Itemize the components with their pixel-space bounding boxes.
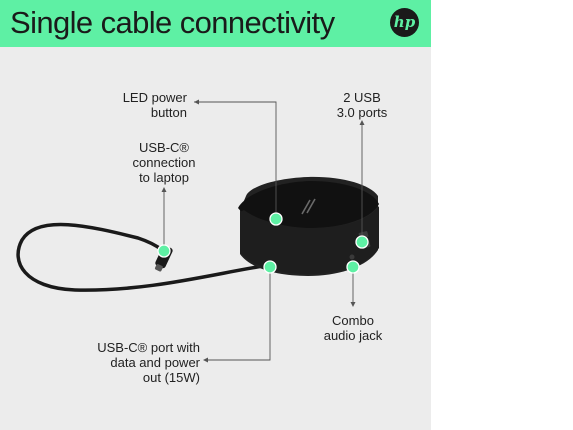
marker-usbc-port bbox=[263, 260, 277, 274]
marker-led bbox=[269, 212, 283, 226]
product-illustration bbox=[16, 99, 379, 363]
label-led-line1: LED power bbox=[122, 90, 187, 105]
hp-logo: hp bbox=[390, 8, 419, 37]
leader-led bbox=[194, 101, 277, 214]
leader-usbc-port bbox=[204, 268, 271, 361]
label-usbc-port: USB-C® port with data and power out (15W… bbox=[74, 340, 200, 385]
title-banner: Single cable connectivity hp bbox=[0, 0, 431, 47]
label-usb-line2: 3.0 ports bbox=[336, 105, 388, 120]
label-usbc-connection: USB-C® connection to laptop bbox=[118, 140, 210, 185]
cable bbox=[16, 222, 272, 292]
marker-usbc-connection bbox=[157, 244, 171, 258]
label-usbc-conn-line1: USB-C® bbox=[138, 140, 190, 155]
label-audio-line2: audio jack bbox=[323, 328, 383, 343]
label-usbc-port-line2: data and power bbox=[110, 355, 200, 370]
arrowheads bbox=[161, 99, 365, 363]
label-usbc-port-line1: USB-C® port with bbox=[97, 340, 200, 355]
label-usbc-conn-line2: connection bbox=[132, 155, 196, 170]
label-usbc-conn-line3: to laptop bbox=[139, 170, 189, 185]
leader-lines bbox=[163, 101, 363, 361]
marker-usb bbox=[355, 235, 369, 249]
product-panel: Single cable connectivity hp bbox=[0, 0, 431, 430]
marker-audio bbox=[346, 260, 360, 274]
dock-station bbox=[238, 176, 379, 276]
label-led-line2: button bbox=[150, 105, 187, 120]
label-led-power: LED power button bbox=[113, 90, 187, 120]
label-combo-audio: Combo audio jack bbox=[312, 313, 394, 343]
label-usb-ports: 2 USB 3.0 ports bbox=[322, 90, 402, 120]
markers bbox=[157, 212, 369, 274]
label-audio-line1: Combo bbox=[332, 313, 374, 328]
label-usb-line1: 2 USB bbox=[343, 90, 381, 105]
page-title: Single cable connectivity bbox=[10, 5, 335, 40]
label-usbc-port-line3: out (15W) bbox=[142, 370, 200, 385]
